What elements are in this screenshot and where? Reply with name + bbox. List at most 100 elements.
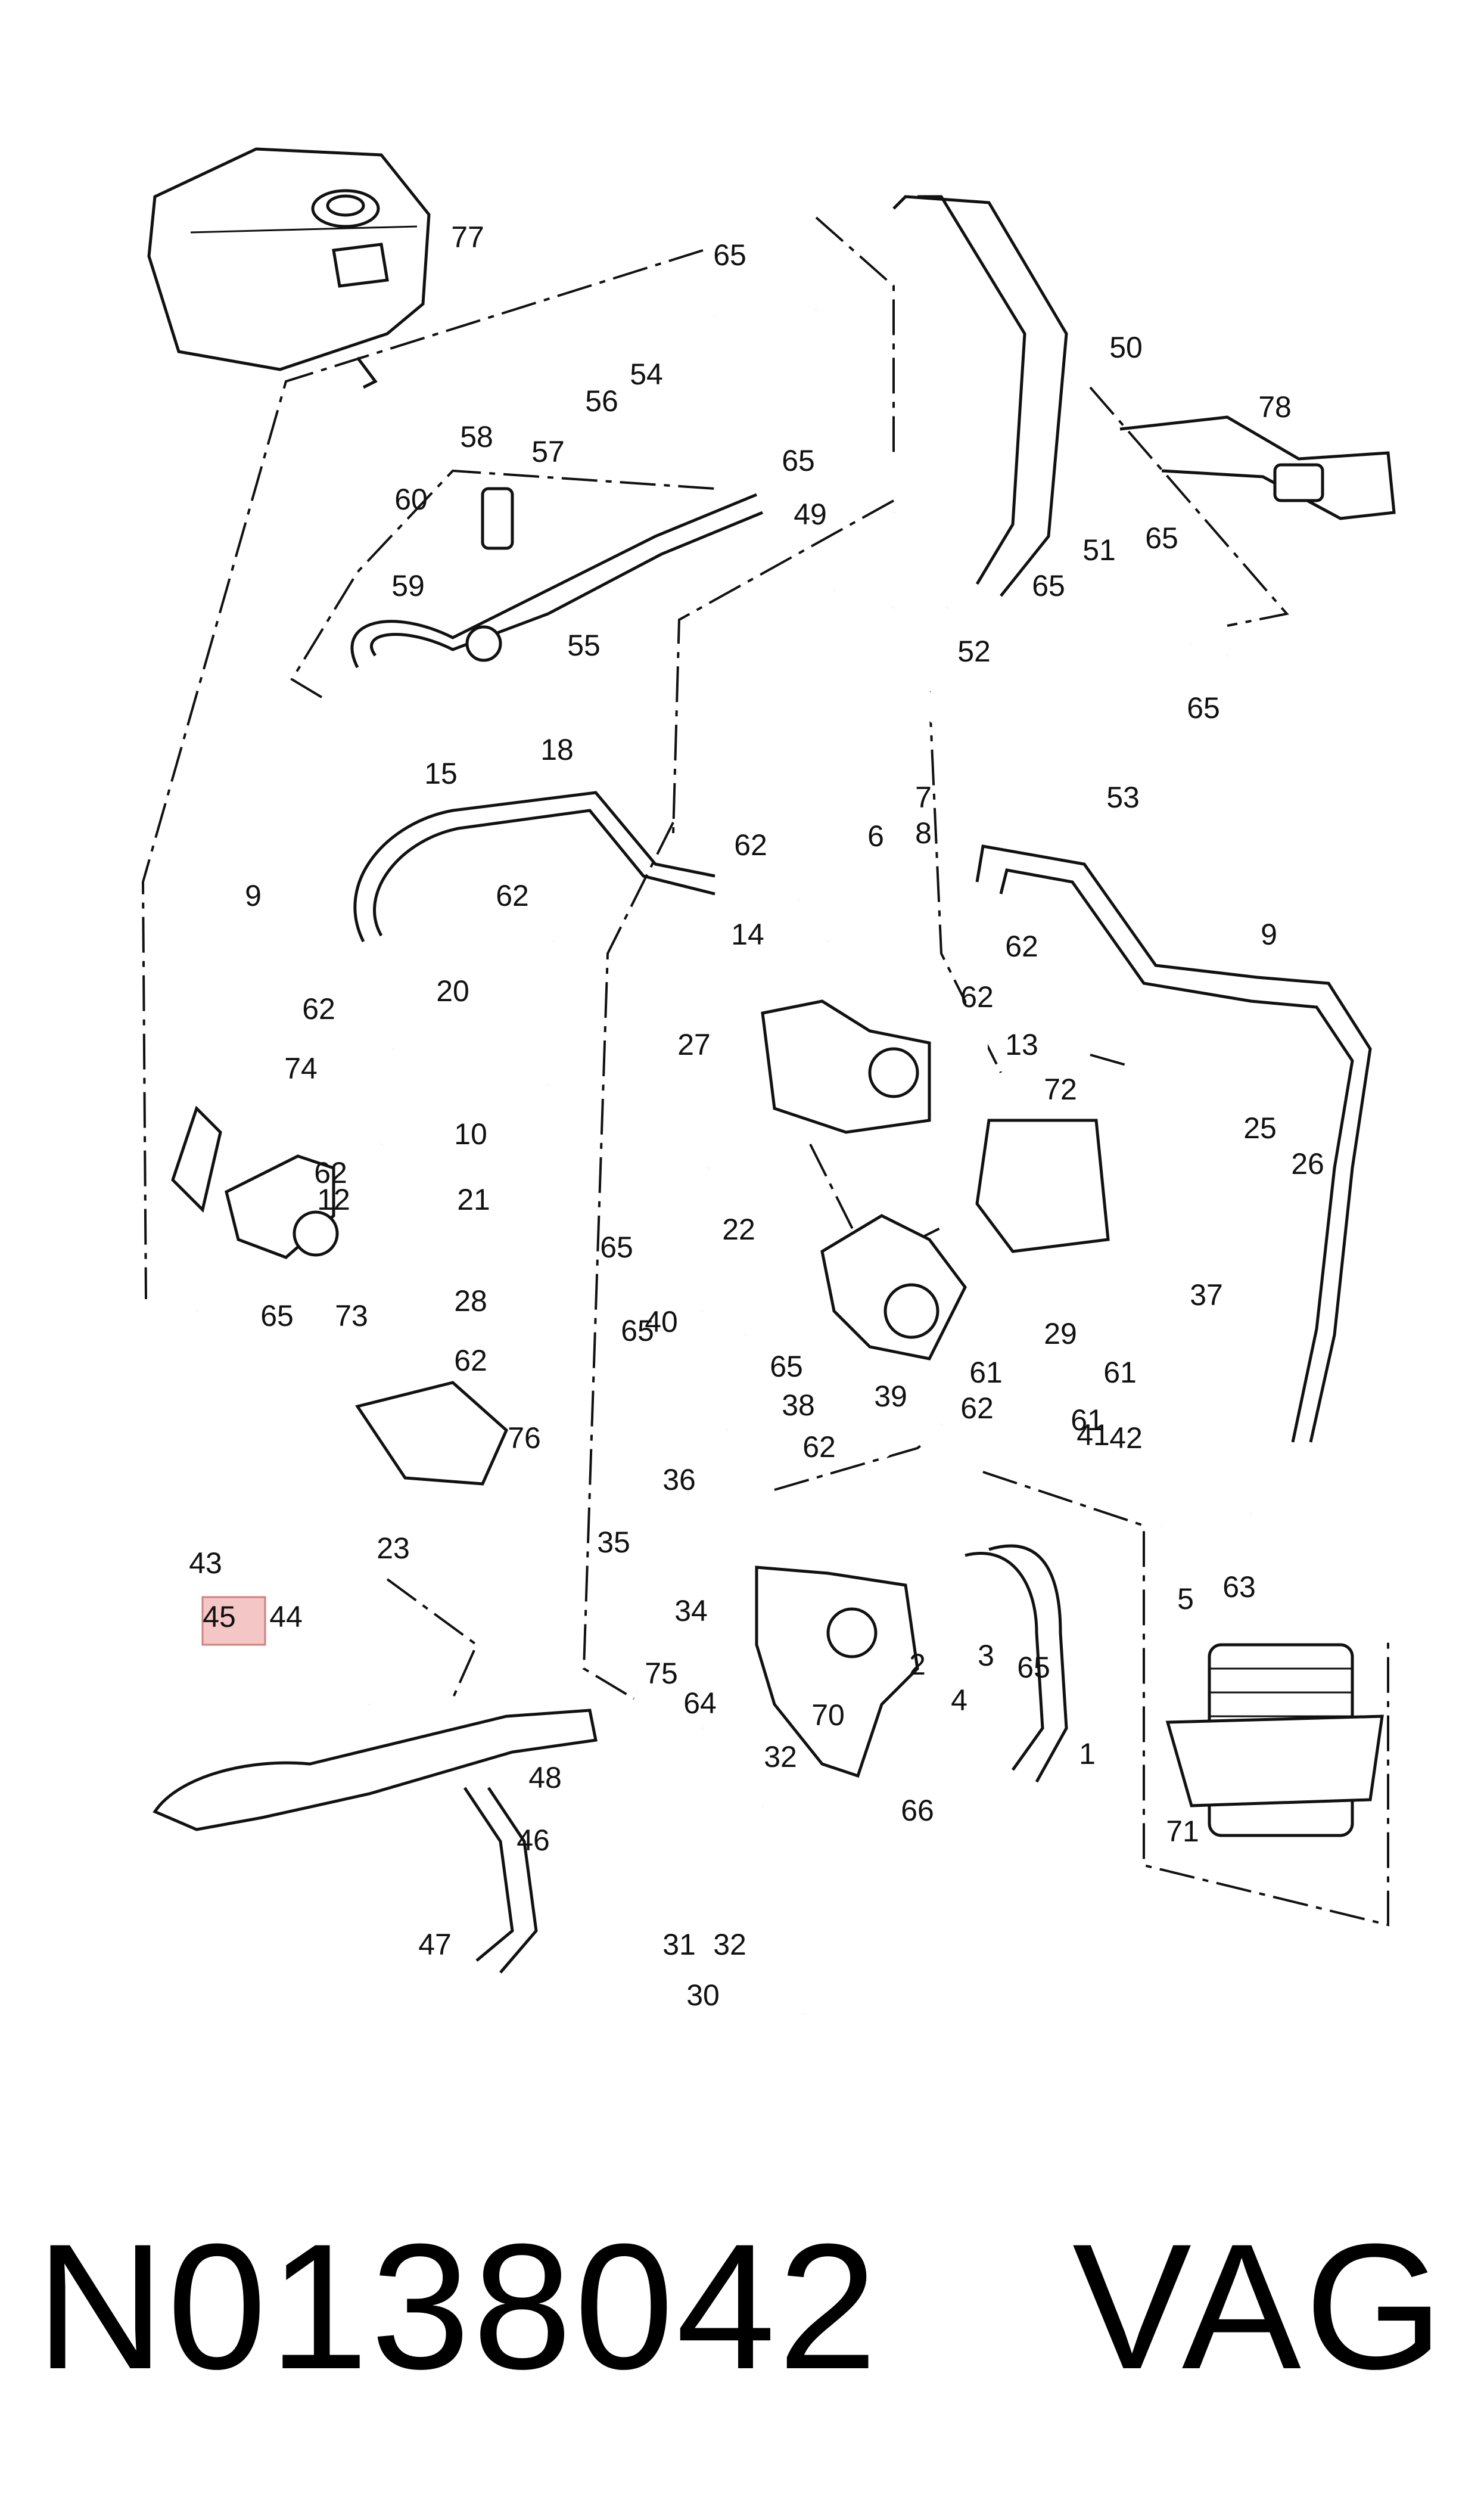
callout-46: 46 [517, 1824, 550, 1857]
lower-pipes [153, 1544, 1068, 2016]
callout-58: 58 [460, 420, 493, 454]
callout-54: 54 [630, 358, 663, 391]
callout-42: 42 [1109, 1421, 1143, 1455]
expansion-tank-77 [147, 147, 431, 389]
callout-8: 8 [915, 816, 932, 850]
callout-50: 50 [1109, 331, 1143, 364]
callout-29: 29 [1044, 1317, 1077, 1350]
callout-65: 65 [1145, 521, 1178, 555]
callout-39: 39 [874, 1380, 907, 1413]
callout-48: 48 [528, 1761, 562, 1794]
callout-36: 36 [662, 1463, 696, 1496]
callout-9: 9 [245, 879, 262, 912]
callout-6: 6 [867, 819, 884, 853]
center-hoses [191, 888, 1253, 1720]
callout-64: 64 [683, 1686, 717, 1720]
callout-28: 28 [454, 1284, 487, 1318]
callout-62: 62 [454, 1344, 487, 1377]
callout-45: 45 [203, 1600, 236, 1633]
callout-56: 56 [585, 384, 618, 418]
callout-62: 62 [496, 879, 529, 912]
callout-25: 25 [1243, 1111, 1277, 1145]
callout-61: 61 [1071, 1403, 1104, 1437]
callout-72: 72 [1044, 1073, 1077, 1106]
callout-65: 65 [621, 1314, 654, 1347]
footer: N0138042 VAG [0, 2145, 1484, 2455]
callout-65: 65 [1032, 569, 1065, 602]
callout-61: 61 [969, 1356, 1003, 1389]
callout-3: 3 [978, 1639, 994, 1672]
callout-74: 74 [284, 1052, 318, 1085]
callout-44: 44 [269, 1600, 303, 1633]
callout-14: 14 [731, 918, 764, 951]
callout-26: 26 [1291, 1147, 1324, 1181]
callout-5: 5 [1177, 1582, 1194, 1616]
callout-27: 27 [677, 1028, 711, 1061]
callout-65: 65 [1187, 691, 1220, 725]
callout-41: 41 [1077, 1418, 1110, 1452]
callout-62: 62 [314, 1156, 347, 1189]
callout-9: 9 [1261, 918, 1277, 951]
main-components [171, 463, 1384, 1837]
callout-40: 40 [645, 1305, 678, 1338]
callout-65: 65 [770, 1350, 803, 1383]
callout-62: 62 [1005, 930, 1038, 963]
callout-75: 75 [645, 1657, 678, 1690]
callout-10: 10 [454, 1117, 487, 1151]
callout-65: 65 [782, 444, 815, 477]
callout-32: 32 [764, 1740, 797, 1773]
callout-7: 7 [915, 781, 932, 814]
callout-4: 4 [951, 1684, 967, 1717]
right-pipes [975, 844, 1372, 1443]
callout-32: 32 [713, 1928, 746, 1961]
callout-77: 77 [451, 220, 484, 254]
callout-38: 38 [782, 1389, 815, 1422]
highlight-box [201, 1596, 266, 1646]
callout-18: 18 [540, 733, 574, 766]
callout-23: 23 [377, 1532, 410, 1565]
callout-71: 71 [1166, 1815, 1199, 1848]
callout-12: 12 [317, 1183, 350, 1216]
callout-2: 2 [909, 1648, 926, 1681]
callout-21: 21 [457, 1183, 490, 1216]
part-number: N0138042 [36, 2206, 880, 2406]
callout-62: 62 [960, 980, 994, 1014]
callout-1: 1 [1079, 1737, 1096, 1771]
callout-62: 62 [302, 992, 335, 1026]
callout-65: 65 [713, 238, 746, 272]
callout-60: 60 [394, 483, 428, 516]
upper-hoses [705, 195, 1396, 747]
callout-49: 49 [794, 498, 827, 531]
left-pipes [350, 493, 763, 943]
callout-61: 61 [1103, 1356, 1137, 1389]
callout-55: 55 [567, 629, 601, 662]
callout-43: 43 [189, 1546, 222, 1580]
callout-66: 66 [901, 1794, 934, 1827]
callout-30: 30 [686, 1978, 720, 2012]
callout-53: 53 [1106, 781, 1140, 814]
callout-52: 52 [957, 635, 991, 668]
callout-51: 51 [1082, 533, 1116, 567]
callout-47: 47 [418, 1928, 452, 1961]
callout-59: 59 [391, 569, 425, 602]
callout-34: 34 [674, 1594, 708, 1627]
callout-62: 62 [734, 828, 767, 862]
brand-name: VAG [1072, 2206, 1448, 2406]
callout-37: 37 [1190, 1278, 1223, 1312]
callout-76: 76 [508, 1421, 541, 1455]
callout-62: 62 [802, 1430, 836, 1464]
callout-57: 57 [531, 435, 565, 468]
callout-62: 62 [960, 1391, 994, 1425]
callout-20: 20 [436, 974, 469, 1008]
callout-13: 13 [1005, 1028, 1038, 1061]
callout-73: 73 [335, 1299, 368, 1333]
callout-65: 65 [600, 1231, 633, 1264]
callout-22: 22 [722, 1213, 755, 1246]
callout-63: 63 [1222, 1570, 1256, 1604]
callout-35: 35 [597, 1526, 630, 1559]
callout-65: 65 [1017, 1651, 1050, 1684]
callout-70: 70 [811, 1698, 845, 1732]
callout-78: 78 [1258, 390, 1292, 424]
